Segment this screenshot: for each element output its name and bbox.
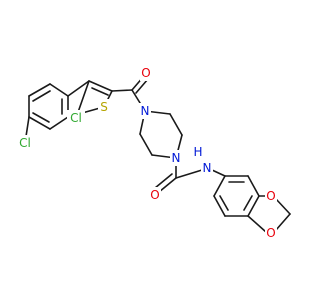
bond-layer [24, 75, 291, 233]
bond-bz-4 [49, 116, 69, 130]
atom-label-o2: O [150, 188, 159, 202]
atom-label-h: H [193, 145, 202, 159]
bond-bz-5 [28, 116, 51, 130]
atom-label-layer: Cl Cl S O N N O H [16, 65, 277, 241]
atom-n1: N [139, 103, 151, 119]
molecule-structure: Cl Cl S O N N O H [16, 65, 291, 241]
bond-ar-5-inner [219, 195, 229, 211]
bond-urea-o [158, 177, 177, 193]
atom-nh: N [201, 160, 213, 176]
atom-label-n1: N [141, 104, 150, 118]
atom-label-s1: S [100, 100, 108, 114]
atom-o3: O [265, 188, 277, 204]
atom-label-cl1: Cl [70, 111, 82, 125]
atom-label-o4: O [266, 226, 275, 240]
bond-urea-nh [175, 169, 203, 179]
atom-o4: O [265, 225, 277, 241]
atom-label-o3: O [266, 189, 275, 203]
bond-carbonyl-o-inner [135, 78, 149, 94]
bond-ar-3-inner [243, 195, 253, 211]
atom-n2: N [170, 150, 182, 166]
atom-label-n2: N [172, 151, 181, 165]
atom-cl1: Cl [67, 110, 85, 126]
bond-nh-aryl [211, 169, 226, 177]
atom-label-cl2: Cl [19, 136, 31, 150]
bond-pip-2 [169, 113, 183, 136]
bond-ar-2 [247, 175, 260, 197]
bond-pip-5 [139, 133, 153, 156]
bond-urea-o-inner [154, 173, 173, 189]
bond-c2-carbonyl [111, 89, 133, 92]
bond-c3a-c3 [67, 80, 90, 97]
bond-ar-5 [213, 195, 226, 217]
atom-o2: O [149, 187, 161, 203]
bond-bz-1 [28, 83, 51, 97]
bond-c3-c2-inner [91, 87, 109, 96]
atom-cl2: Cl [16, 135, 34, 151]
bond-ar-3 [247, 195, 260, 217]
atom-s1: S [98, 99, 110, 115]
bond-bz-1-inner [32, 90, 51, 102]
atom-label-o1: O [141, 66, 150, 80]
bond-ar-6 [213, 175, 226, 197]
bond-bz-5-inner [32, 112, 50, 123]
atom-o1: O [140, 65, 152, 81]
atom-label-nh: N [203, 161, 212, 175]
bond-dx-4 [247, 215, 267, 233]
bond-dx-3 [275, 213, 291, 231]
bond-c3-c2 [88, 80, 113, 92]
bond-bz-2 [49, 83, 69, 97]
bond-dx-2 [275, 198, 291, 215]
atom-h: H [192, 144, 204, 160]
